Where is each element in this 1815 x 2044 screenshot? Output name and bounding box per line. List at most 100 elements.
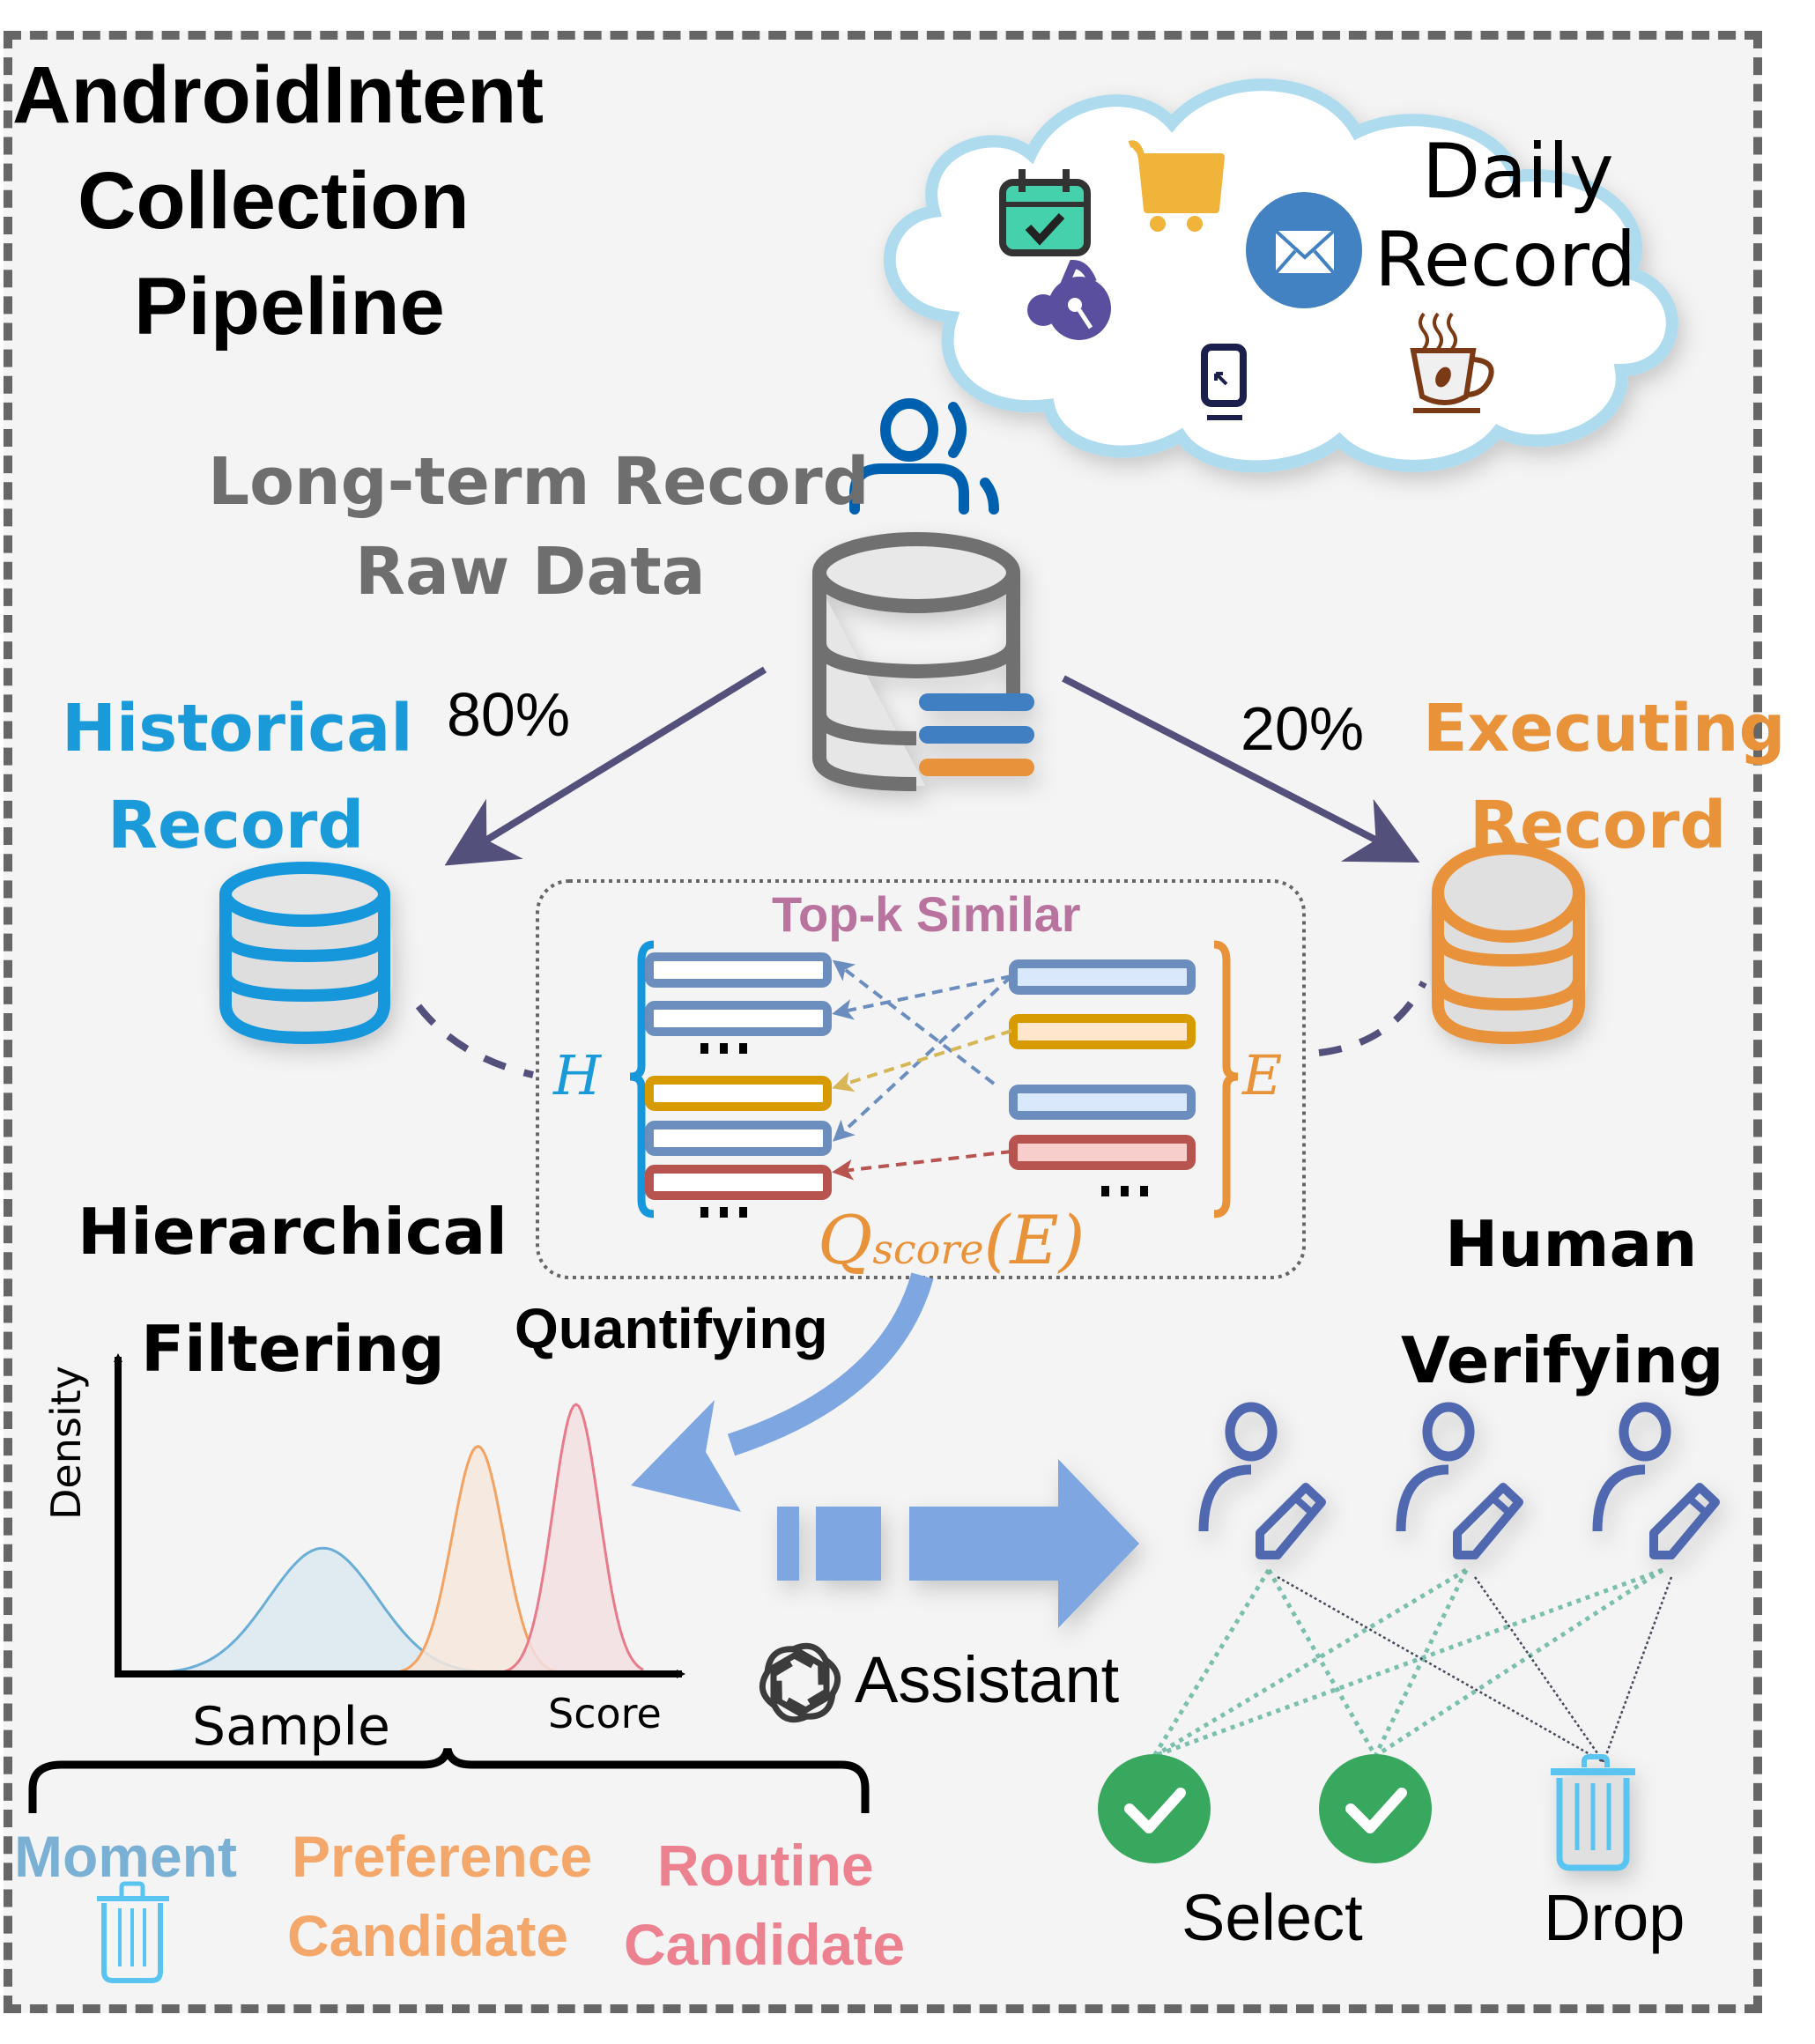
check-mark bbox=[1345, 1788, 1407, 1833]
check-circle bbox=[1319, 1754, 1432, 1863]
drop-link bbox=[1473, 1576, 1605, 1763]
cloud-label-line-2: Record bbox=[1374, 216, 1637, 304]
stage-hierarchical: Hierarchical bbox=[78, 1195, 507, 1269]
similarity-link bbox=[832, 1029, 1012, 1092]
ellipsis-dot bbox=[700, 1043, 708, 1054]
openai-logo-icon bbox=[755, 1641, 845, 1724]
reviewer-shoulder bbox=[1592, 1464, 1646, 1532]
stage-human: Human bbox=[1445, 1207, 1698, 1281]
ellipsis-dot bbox=[720, 1043, 728, 1054]
ellipsis-dot bbox=[700, 1207, 708, 1218]
select-link bbox=[1152, 1568, 1271, 1758]
arrow-to-historical bbox=[444, 666, 767, 866]
category-preference-line-1: Preference bbox=[292, 1824, 593, 1889]
arrow-to-executing bbox=[1062, 675, 1420, 863]
calendar-check-icon bbox=[999, 169, 1091, 256]
historical-label-line-1: Historical bbox=[62, 691, 413, 766]
density-area-routine-candidate bbox=[127, 1404, 643, 1674]
drop-link bbox=[1602, 1576, 1673, 1763]
select-link bbox=[1266, 1568, 1378, 1758]
cloud-label-line-1: Daily bbox=[1422, 128, 1614, 216]
pencil-icon bbox=[1649, 1483, 1720, 1559]
pencil-icon bbox=[1453, 1483, 1523, 1559]
assistant-arrow bbox=[777, 1459, 1139, 1628]
users-icon bbox=[849, 398, 999, 515]
check-circle bbox=[1098, 1754, 1211, 1863]
similarity-link bbox=[833, 974, 1013, 1142]
monitor-cursor-icon bbox=[1201, 344, 1247, 420]
topk-title: Top-k Similar bbox=[772, 886, 1081, 942]
music-note-icon bbox=[1027, 259, 1111, 340]
assistant-label: Assistant bbox=[855, 1643, 1120, 1716]
moment-trash-icon bbox=[97, 1881, 169, 1983]
similarity-link bbox=[832, 1150, 1012, 1181]
human-verification-graph bbox=[1098, 1402, 1720, 1871]
reviewer-head bbox=[1422, 1402, 1475, 1462]
stage-quantifying: Quantifying bbox=[515, 1297, 828, 1360]
pencil-band bbox=[1294, 1497, 1315, 1516]
density-area-preference-candidate bbox=[127, 1446, 643, 1674]
history-item-box bbox=[645, 1121, 832, 1156]
topk-similarity-panel bbox=[629, 940, 1239, 1218]
executing-set-symbol: E bbox=[1242, 1043, 1283, 1107]
chart-xlabel: Score bbox=[548, 1690, 662, 1737]
historical-percent: 80% bbox=[447, 680, 571, 749]
executing-connector bbox=[1318, 981, 1427, 1056]
database-icon bbox=[812, 532, 1034, 791]
executing-item-box bbox=[1009, 959, 1196, 995]
mail-icon bbox=[1246, 192, 1362, 308]
ellipsis-dot bbox=[1101, 1186, 1109, 1196]
pencil-icon bbox=[1256, 1483, 1326, 1559]
ellipsis-dot bbox=[1121, 1186, 1129, 1196]
select-label: Select bbox=[1182, 1881, 1363, 1954]
title-line-2: Collection bbox=[78, 156, 470, 246]
density-chart bbox=[114, 1353, 685, 1678]
reviewer-icon bbox=[1592, 1402, 1720, 1559]
reviewer-icon bbox=[1198, 1402, 1326, 1559]
reviewer-icon bbox=[1396, 1402, 1523, 1559]
category-moment: Moment bbox=[14, 1824, 237, 1889]
select-link bbox=[1373, 1568, 1469, 1758]
drop-trash-icon bbox=[1551, 1754, 1635, 1871]
reviewer-shoulder bbox=[1396, 1464, 1449, 1532]
history-brace bbox=[629, 940, 655, 1218]
pencil-band bbox=[1492, 1497, 1513, 1516]
raw-data-label-line-2: Raw Data bbox=[355, 534, 706, 610]
ellipsis-dot bbox=[720, 1207, 728, 1218]
reviewer-head bbox=[1619, 1402, 1671, 1462]
select-link bbox=[1374, 1567, 1664, 1759]
executing-item-box bbox=[1009, 1135, 1196, 1170]
history-item-box bbox=[645, 1076, 832, 1111]
drop-link bbox=[1277, 1575, 1604, 1764]
history-item-box bbox=[645, 952, 832, 988]
quality-score-formula: Qscore(E) bbox=[818, 1207, 1085, 1274]
score-argument: (E) bbox=[983, 1201, 1085, 1279]
stage-verifying: Verifying bbox=[1401, 1323, 1724, 1397]
density-area-moment bbox=[127, 1548, 643, 1674]
category-routine-line-1: Routine bbox=[657, 1833, 874, 1898]
title-line-3: Pipeline bbox=[134, 262, 445, 352]
select-link bbox=[1152, 1567, 1468, 1759]
ellipsis-dot bbox=[739, 1043, 747, 1054]
similarity-link bbox=[832, 974, 1012, 1020]
category-preference-line-2: Candidate bbox=[287, 1903, 569, 1968]
category-routine-line-2: Candidate bbox=[624, 1912, 906, 1977]
chart-sample-label: Sample bbox=[192, 1696, 390, 1758]
select-check-icon bbox=[1098, 1754, 1211, 1863]
raw-data-label-line-1: Long-term Record bbox=[208, 444, 870, 520]
shopping-cart-icon bbox=[1128, 140, 1225, 232]
title-line-1: AndroidIntent bbox=[12, 50, 544, 140]
executing-label-line-1: Executing bbox=[1423, 691, 1786, 766]
executing-item-box bbox=[1009, 1085, 1196, 1120]
score-symbol: Q bbox=[818, 1201, 873, 1279]
history-set-symbol: H bbox=[553, 1043, 602, 1107]
executing-label-line-2: Record bbox=[1470, 788, 1727, 863]
historical-database-icon bbox=[217, 862, 393, 1045]
coffee-cup-icon bbox=[1410, 312, 1494, 413]
history-item-box bbox=[645, 1001, 832, 1036]
topk-box bbox=[536, 879, 1306, 1279]
historical-label-line-2: Record bbox=[107, 788, 365, 863]
reviewer-head bbox=[1225, 1402, 1278, 1462]
select-link bbox=[1153, 1567, 1663, 1759]
